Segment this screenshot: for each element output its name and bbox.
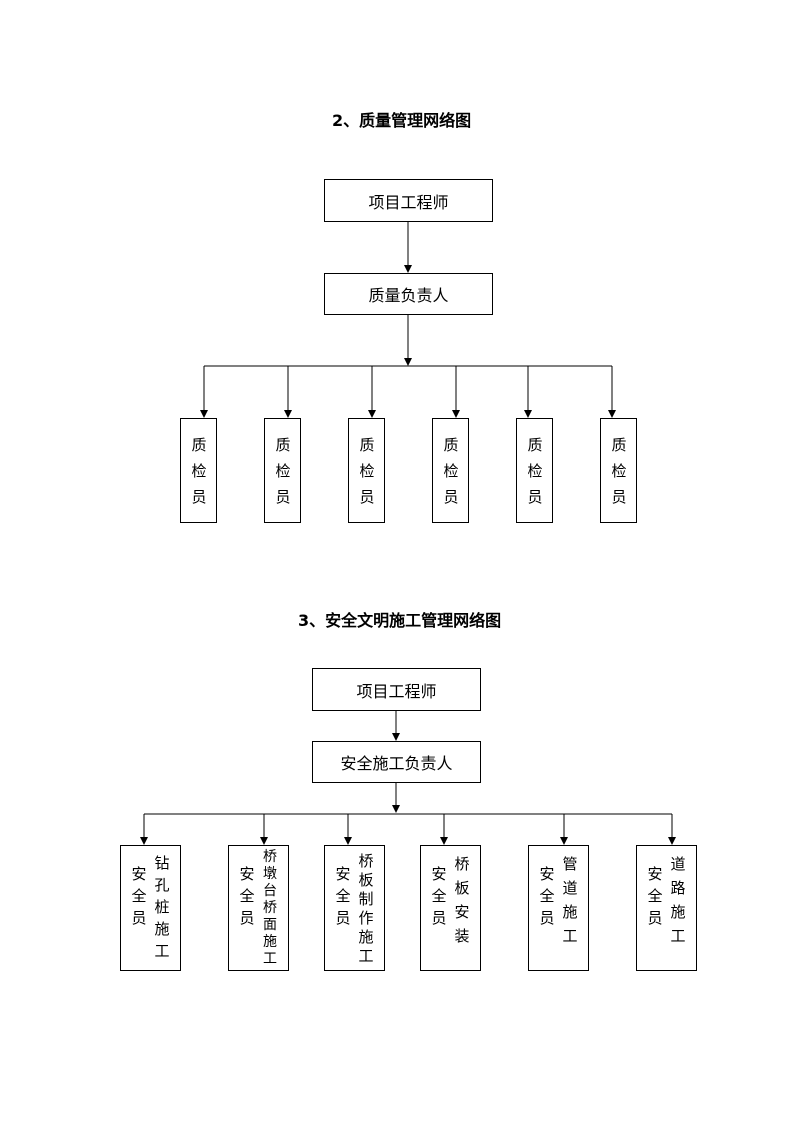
section3-mid-node: 安全施工负责人 — [312, 741, 481, 783]
section3-top-label: 项目工程师 — [356, 681, 437, 701]
section2-child-node: 质检员 — [348, 418, 385, 523]
section2-child-node: 质检员 — [600, 418, 637, 523]
child-task-label: 桥板制作施工 — [358, 852, 374, 965]
child-role-label: 安全员 — [539, 865, 555, 927]
section2-child-node: 质检员 — [516, 418, 553, 523]
section2-title: 2、质量管理网络图 — [332, 111, 472, 130]
section3-child-node: 桥板制作施工 安全员 — [324, 845, 385, 971]
child-label: 质检员 — [443, 436, 459, 506]
child-role-label: 安全员 — [647, 865, 663, 927]
section3-top-node: 项目工程师 — [312, 668, 481, 711]
section3-child-node: 管道施工 安全员 — [528, 845, 589, 971]
child-label: 质检员 — [191, 436, 207, 506]
section2-mid-label: 质量负责人 — [368, 286, 449, 305]
child-label: 质检员 — [275, 436, 291, 506]
child-role-label: 安全员 — [335, 865, 351, 927]
child-task-label: 管道施工 — [562, 855, 578, 945]
child-role-label: 安全员 — [431, 865, 447, 927]
section2-mid-node: 质量负责人 — [324, 273, 493, 315]
section2-child-node: 质检员 — [264, 418, 301, 523]
child-label: 质检员 — [527, 436, 543, 506]
section3-mid-label: 安全施工负责人 — [340, 754, 453, 773]
child-task-label: 桥板安装 — [454, 855, 470, 945]
section2-top-node: 项目工程师 — [324, 179, 493, 222]
child-task-label: 桥墩台桥面施工 — [263, 849, 277, 967]
section3-title: 3、安全文明施工管理网络图 — [298, 611, 502, 630]
section3-child-node: 钻孔桩施工 安全员 — [120, 845, 181, 971]
child-label: 质检员 — [611, 436, 627, 506]
child-task-label: 钻孔桩施工 — [154, 854, 170, 960]
section3-child-node: 道路施工 安全员 — [636, 845, 697, 971]
section3-child-node: 桥墩台桥面施工 安全员 — [228, 845, 289, 971]
child-role-label: 安全员 — [131, 865, 147, 927]
child-task-label: 道路施工 — [670, 855, 686, 945]
section2-child-node: 质检员 — [180, 418, 217, 523]
section2-top-label: 项目工程师 — [368, 192, 449, 212]
child-label: 质检员 — [359, 436, 375, 506]
child-role-label: 安全员 — [239, 865, 255, 927]
section2-child-node: 质检员 — [432, 418, 469, 523]
section3-child-node: 桥板安装 安全员 — [420, 845, 481, 971]
